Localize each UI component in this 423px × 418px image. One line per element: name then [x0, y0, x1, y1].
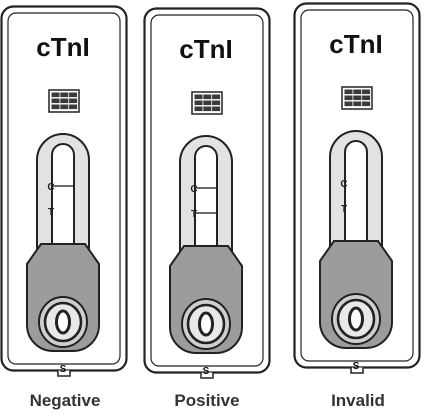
cassette-title: cTnI	[179, 34, 232, 64]
cassette-title: cTnI	[36, 32, 89, 62]
grid-icon	[341, 86, 373, 110]
control-label: C	[190, 184, 197, 195]
reading-strip: CT	[179, 135, 233, 258]
result-window	[194, 145, 218, 255]
result-window	[51, 143, 75, 253]
sample-well-icon	[181, 298, 231, 350]
control-label: C	[340, 179, 347, 190]
sample-label: S	[353, 361, 360, 372]
sample-well-icon	[38, 296, 88, 348]
cassette-title: cTnI	[329, 29, 382, 59]
sample-label: S	[203, 366, 210, 377]
test-label: T	[48, 207, 54, 218]
result-window	[344, 140, 368, 250]
cassette-bottom-notch	[200, 372, 214, 379]
sample-label: S	[60, 364, 67, 375]
cassette-inner-frame	[150, 14, 264, 367]
caption-negative: Negative	[29, 391, 101, 410]
caption-positive: Positive	[174, 391, 240, 410]
cassette-inner-frame	[300, 9, 414, 362]
reading-strip: CT	[329, 130, 383, 253]
test-label: T	[191, 209, 197, 220]
grid-icon	[191, 91, 223, 115]
sample-well-icon	[331, 293, 381, 345]
cassette-bottom-notch	[57, 370, 71, 377]
cassette-bottom-notch	[350, 367, 364, 374]
cassette-inner-frame	[7, 12, 121, 365]
grid-icon	[48, 89, 80, 113]
test-label: T	[341, 204, 347, 215]
reading-strip: CT	[36, 133, 90, 256]
caption-invalid: Invalid	[331, 391, 385, 410]
control-label: C	[47, 182, 54, 193]
